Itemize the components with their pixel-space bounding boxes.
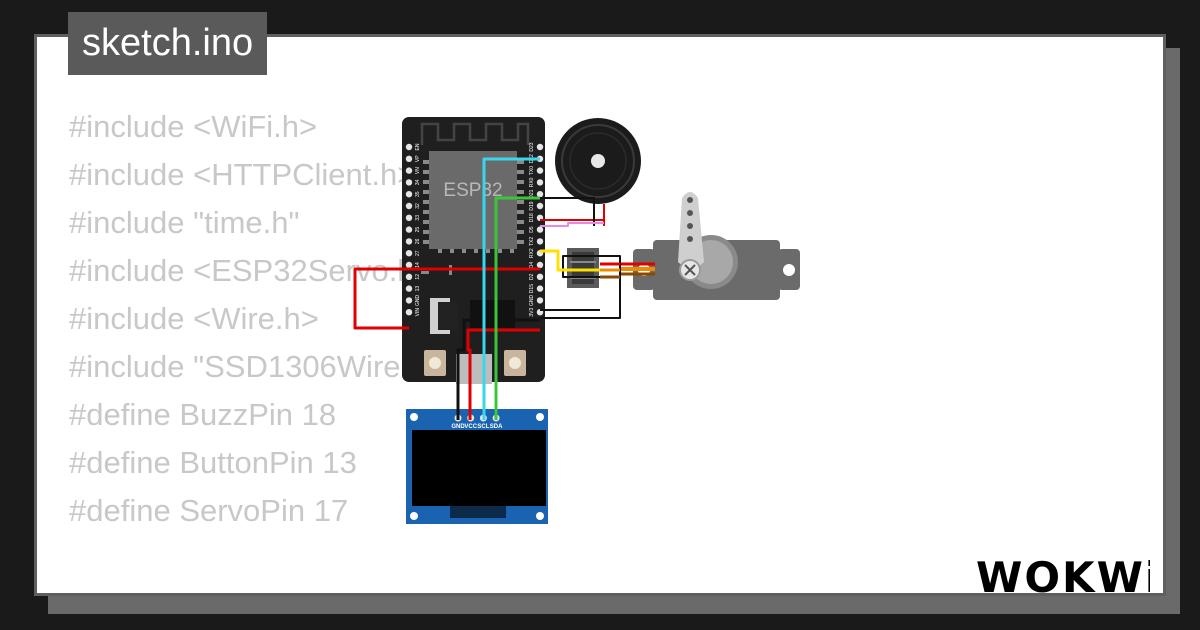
code-line: #include "time.h"	[69, 205, 300, 240]
pin-label: 35	[415, 191, 421, 197]
wires	[353, 157, 621, 420]
pin-label: 13	[415, 286, 421, 292]
pin-vin[interactable]	[405, 309, 413, 316]
pin-label: 26	[415, 238, 421, 244]
file-tab[interactable]: sketch.ino	[68, 12, 268, 75]
wire-black-gnd	[456, 318, 540, 420]
pin-label: RX0	[529, 177, 535, 187]
pin-label: D15	[529, 284, 535, 293]
pin-label: GND	[415, 294, 421, 306]
pin-label: TX0	[529, 166, 535, 175]
pin-label: 14	[415, 262, 421, 268]
wire-black-buzzer	[540, 197, 595, 226]
code-line: #define BuzzPin 18	[69, 397, 337, 432]
pin-label: GND	[529, 294, 535, 306]
pin-label: D4	[529, 262, 535, 269]
wire-red-vcc	[466, 328, 540, 420]
wire-red-vin	[353, 267, 540, 330]
pin-34[interactable]	[405, 179, 413, 186]
pin-label: EN	[415, 143, 421, 150]
pin-32[interactable]	[405, 202, 413, 210]
pin-label: 34	[415, 179, 421, 185]
pin-label: D19	[529, 201, 535, 210]
left-pin-header[interactable]	[405, 143, 413, 316]
pin-label: VP	[415, 155, 421, 162]
wire-red-buzzer	[540, 206, 605, 221]
wire-black-servo	[540, 255, 621, 319]
pin-label: VN	[415, 167, 421, 174]
pin-33[interactable]	[405, 214, 413, 221]
pin-vn[interactable]	[405, 167, 413, 174]
servo-motor[interactable]	[620, 192, 800, 300]
pin-label: D21	[529, 189, 535, 198]
oled-pin-label: GND	[451, 424, 465, 430]
code-line: #define ButtonPin 13	[69, 445, 357, 480]
pin-d19[interactable]	[536, 202, 544, 210]
pin-label: TX2	[529, 237, 535, 246]
wire-green-sda	[494, 196, 540, 420]
pin-rx0[interactable]	[536, 179, 544, 186]
code-line: S	[69, 583, 437, 593]
chip-label: ESP32	[443, 180, 502, 201]
pin-d23[interactable]	[536, 143, 544, 151]
pin-13[interactable]	[405, 285, 413, 292]
pin-d21[interactable]	[536, 191, 544, 198]
oled-pin-label: SDA	[490, 424, 503, 430]
pin-label: 3V3	[529, 308, 535, 317]
pin-d15[interactable]	[536, 285, 544, 292]
pin-25[interactable]	[405, 226, 413, 233]
pin-tx0[interactable]	[536, 167, 544, 174]
pin-35[interactable]	[405, 191, 413, 198]
pin-label: 12	[415, 274, 421, 280]
pin-label: D2	[529, 273, 535, 280]
wire-yellow-servo	[540, 249, 600, 272]
pin-label: D5	[529, 226, 535, 233]
wire-pink-buzz	[540, 222, 604, 227]
pin-en[interactable]	[405, 143, 413, 151]
code-editor: #include <WiFi.h> #include <HTTPClient.h…	[69, 103, 438, 593]
wire-cyan-scl	[482, 157, 540, 420]
pin-26[interactable]	[405, 238, 413, 245]
pin-label: 25	[415, 227, 421, 233]
buzzer[interactable]	[555, 118, 641, 226]
pin-label: 33	[415, 215, 421, 221]
pin-d2[interactable]	[536, 273, 544, 280]
oled-pin-label: VCC	[464, 424, 477, 430]
pin-14[interactable]	[405, 261, 413, 269]
esp32-chip	[429, 151, 517, 249]
pin-d4[interactable]	[536, 261, 544, 269]
servo-connector	[567, 248, 599, 288]
pin-12[interactable]	[405, 273, 413, 280]
oled-screen	[412, 430, 546, 506]
code-line: #include <HTTPClient.h>	[69, 157, 416, 192]
code-line: #define ServoPin 17	[69, 493, 349, 528]
pin-d5[interactable]	[536, 226, 544, 233]
pin-label: D23	[529, 142, 535, 151]
pin-label: RX2	[529, 248, 535, 258]
pin-gnd[interactable]	[405, 297, 413, 304]
code-line: #include <Wire.h>	[69, 301, 319, 336]
pin-tx2[interactable]	[536, 238, 544, 245]
pin-label: 27	[415, 250, 421, 256]
code-line: #include "SSD1306Wire.h"	[69, 349, 438, 384]
pin-label: 32	[415, 203, 421, 209]
pin-label: D18	[529, 213, 535, 222]
pin-label: VIN	[415, 308, 421, 317]
wokwi-logo-text: WOKWi	[976, 553, 1150, 602]
pin-gnd[interactable]	[536, 297, 544, 304]
code-line: #include <WiFi.h>	[69, 109, 318, 144]
pin-27[interactable]	[405, 250, 413, 257]
right-pin-header[interactable]	[536, 143, 544, 316]
pin-vp[interactable]	[405, 155, 413, 162]
wokwi-logo: WOKWi	[976, 553, 1150, 602]
oled-pin-label: SCL	[477, 424, 489, 430]
